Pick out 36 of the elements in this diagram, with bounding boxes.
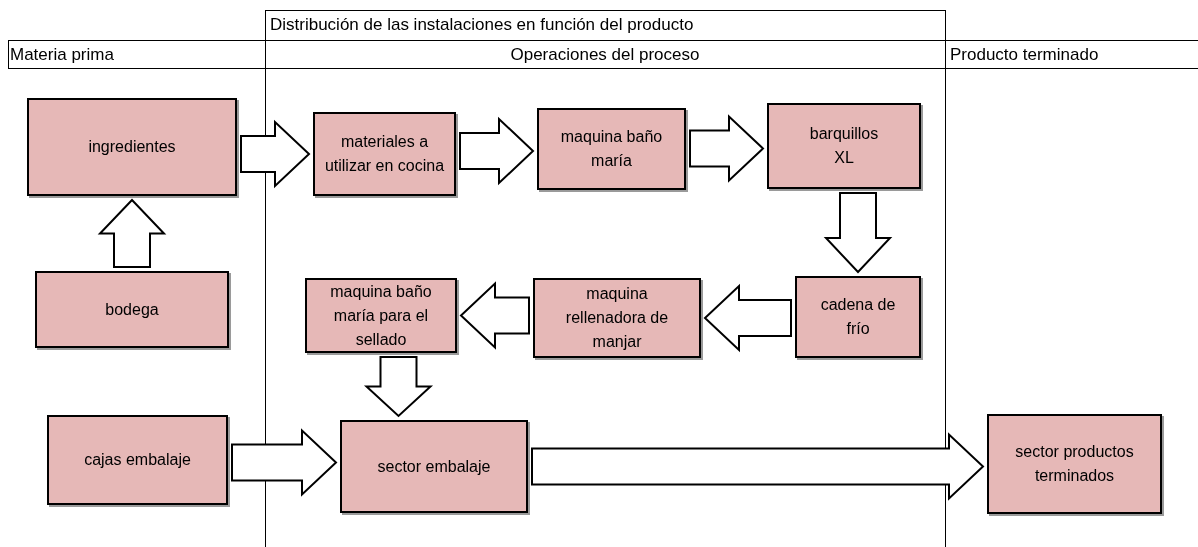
block-arrow <box>703 283 792 353</box>
block-arrow <box>531 432 985 501</box>
process-box <box>533 278 701 358</box>
box-label: sector embalaje <box>377 456 491 477</box>
box-label: cadena de frío <box>819 295 897 339</box>
block-arrow <box>459 281 530 350</box>
block-arrow <box>459 116 535 186</box>
box-label: cajas embalaje <box>84 450 191 470</box>
process-box <box>987 414 1162 514</box>
box-label: ingredientes <box>88 137 176 157</box>
process-box <box>767 103 921 189</box>
process-box <box>47 415 228 505</box>
box-label: bodega <box>105 299 159 320</box>
process-box <box>35 271 229 348</box>
box-label: barquillos XL <box>808 124 880 168</box>
block-arrow <box>231 428 338 497</box>
process-box <box>27 98 237 196</box>
box-label: maquina rellenadora de manjar <box>564 284 670 352</box>
process-box <box>795 276 921 358</box>
box-label: materiales a utilizar en cocina <box>324 132 445 176</box>
block-arrow <box>240 119 311 189</box>
column-header: Operaciones del proceso <box>510 45 700 64</box>
block-arrow <box>363 356 434 418</box>
process-box <box>313 112 456 196</box>
process-box <box>537 108 686 190</box>
process-box <box>340 420 528 513</box>
process-box <box>305 278 457 353</box>
block-arrow <box>97 198 167 268</box>
block-arrow <box>823 192 893 274</box>
column-header: Materia prima <box>10 45 114 64</box>
box-label: maquina baño maría para el sellado <box>329 281 433 350</box>
box-label: maquina baño maría <box>559 127 664 171</box>
block-arrow <box>689 114 765 183</box>
box-label: sector productos terminados <box>1014 442 1135 486</box>
diagram-title: Distribución de las instalaciones en función del producto <box>270 14 694 36</box>
column-header: Producto terminado <box>950 45 1099 64</box>
